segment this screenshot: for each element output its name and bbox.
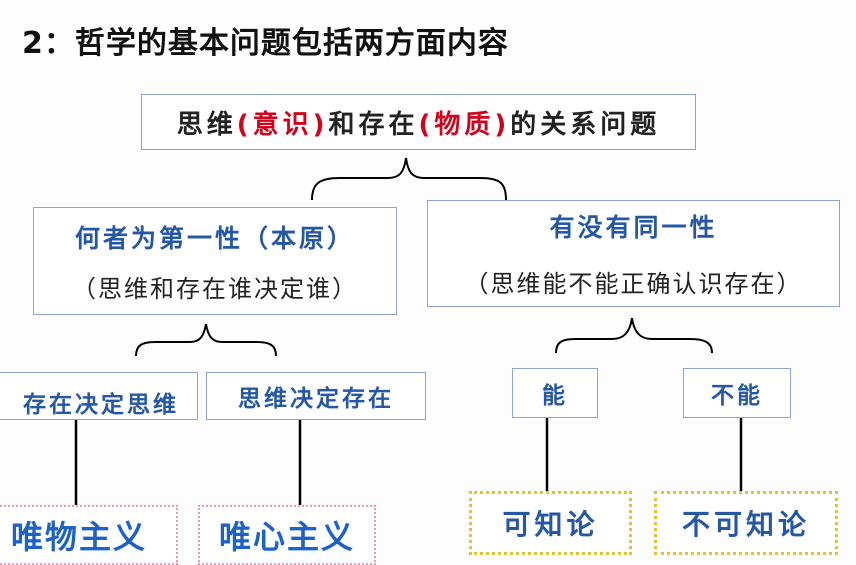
can-know-box: 能: [512, 368, 598, 418]
connector-lines: [74, 157, 743, 505]
materialism-box: 唯物主义: [0, 505, 178, 565]
can-know-label: 能: [542, 383, 568, 409]
unknowable-label: 不可知论: [681, 508, 810, 541]
root-question-box: 思维(意识)和存在(物质)的关系问题: [141, 94, 696, 150]
identity-question-title: 有没有同一性: [549, 213, 718, 242]
root-part-relation: 的关系问题: [510, 109, 661, 140]
primacy-question-title: 何者为第一性（本原）: [74, 223, 355, 253]
primacy-question-box: 何者为第一性（本原） （思维和存在谁决定谁）: [33, 207, 397, 315]
page-title: 2：哲学的基本问题包括两方面内容: [22, 26, 509, 61]
top-brace: [311, 157, 507, 201]
knowable-label: 可知论: [502, 508, 599, 541]
existence-determines-thinking-box: 存在决定思维: [0, 372, 198, 420]
cannot-know-label: 不能: [711, 383, 763, 409]
primacy-question-subtitle: （思维和存在谁决定谁）: [72, 274, 358, 303]
root-question-text: 思维(意识)和存在(物质)的关系问题: [177, 104, 661, 141]
root-part-thinking: 思维: [176, 109, 237, 140]
right-brace: [555, 317, 713, 354]
cannot-know-box: 不能: [683, 368, 791, 418]
left-brace: [135, 323, 277, 357]
identity-question-box: 有没有同一性 （思维能不能正确认识存在）: [427, 200, 840, 307]
root-part-existence: 和存在: [328, 109, 419, 140]
idealism-label: 唯心主义: [218, 518, 355, 556]
materialism-label: 唯物主义: [10, 518, 147, 556]
thinking-determines-existence-label: 思维决定存在: [238, 386, 394, 412]
agnosticism-opposite-box: 可知论: [469, 491, 632, 555]
agnosticism-box: 不可知论: [654, 491, 838, 555]
root-part-matter: (物质): [418, 109, 511, 140]
thinking-determines-existence-box: 思维决定存在: [206, 372, 426, 420]
idealism-box: 唯心主义: [198, 505, 376, 565]
root-part-consciousness: (意识): [236, 109, 329, 140]
existence-determines-thinking-label: 存在决定思维: [23, 392, 179, 418]
identity-question-subtitle: （思维能不能正确认识存在）: [464, 270, 803, 298]
